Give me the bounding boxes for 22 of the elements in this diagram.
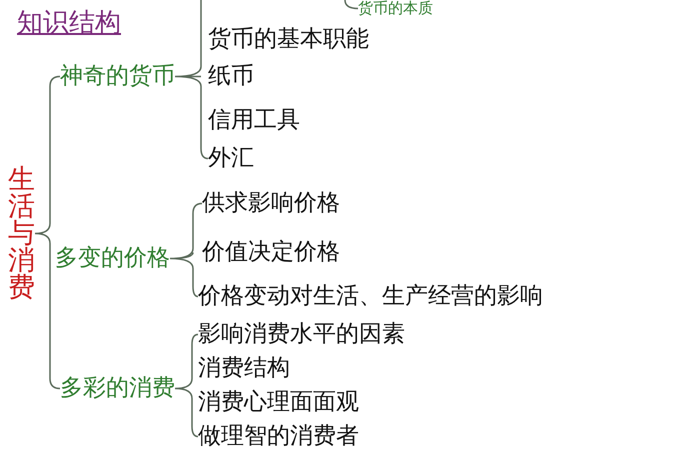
topic-text: 消费结构 [198, 357, 290, 380]
subtopic-text: 货币的本质 [358, 1, 433, 16]
curly-brace [169, 202, 203, 298]
topic-text: 纸币 [208, 65, 254, 88]
topic-text: 信用工具 [208, 109, 300, 132]
root-topic: 生活与消费 [8, 166, 35, 301]
topic-text: 货币的基本职能 [208, 28, 369, 51]
topic-text: 影响消费水平的因素 [198, 323, 405, 346]
heading: 知识结构 [17, 9, 121, 38]
topic-text: 供求影响价格 [202, 192, 340, 215]
curly-brace [174, 334, 199, 438]
topic-text: 外汇 [208, 147, 254, 170]
curly-brace [344, 0, 358, 10]
branch-topic: 多变的价格 [55, 247, 170, 270]
branch-topic: 多彩的消费 [60, 377, 175, 400]
topic-text: 价格变动对生活、生产经营的影响 [198, 285, 543, 308]
curly-brace [34, 76, 61, 390]
curly-brace [174, 0, 209, 160]
topic-text: 消费心理面面观 [198, 391, 359, 414]
topic-text: 做理智的消费者 [198, 425, 359, 448]
topic-text: 价值决定价格 [202, 241, 340, 264]
branch-topic: 神奇的货币 [60, 65, 175, 88]
